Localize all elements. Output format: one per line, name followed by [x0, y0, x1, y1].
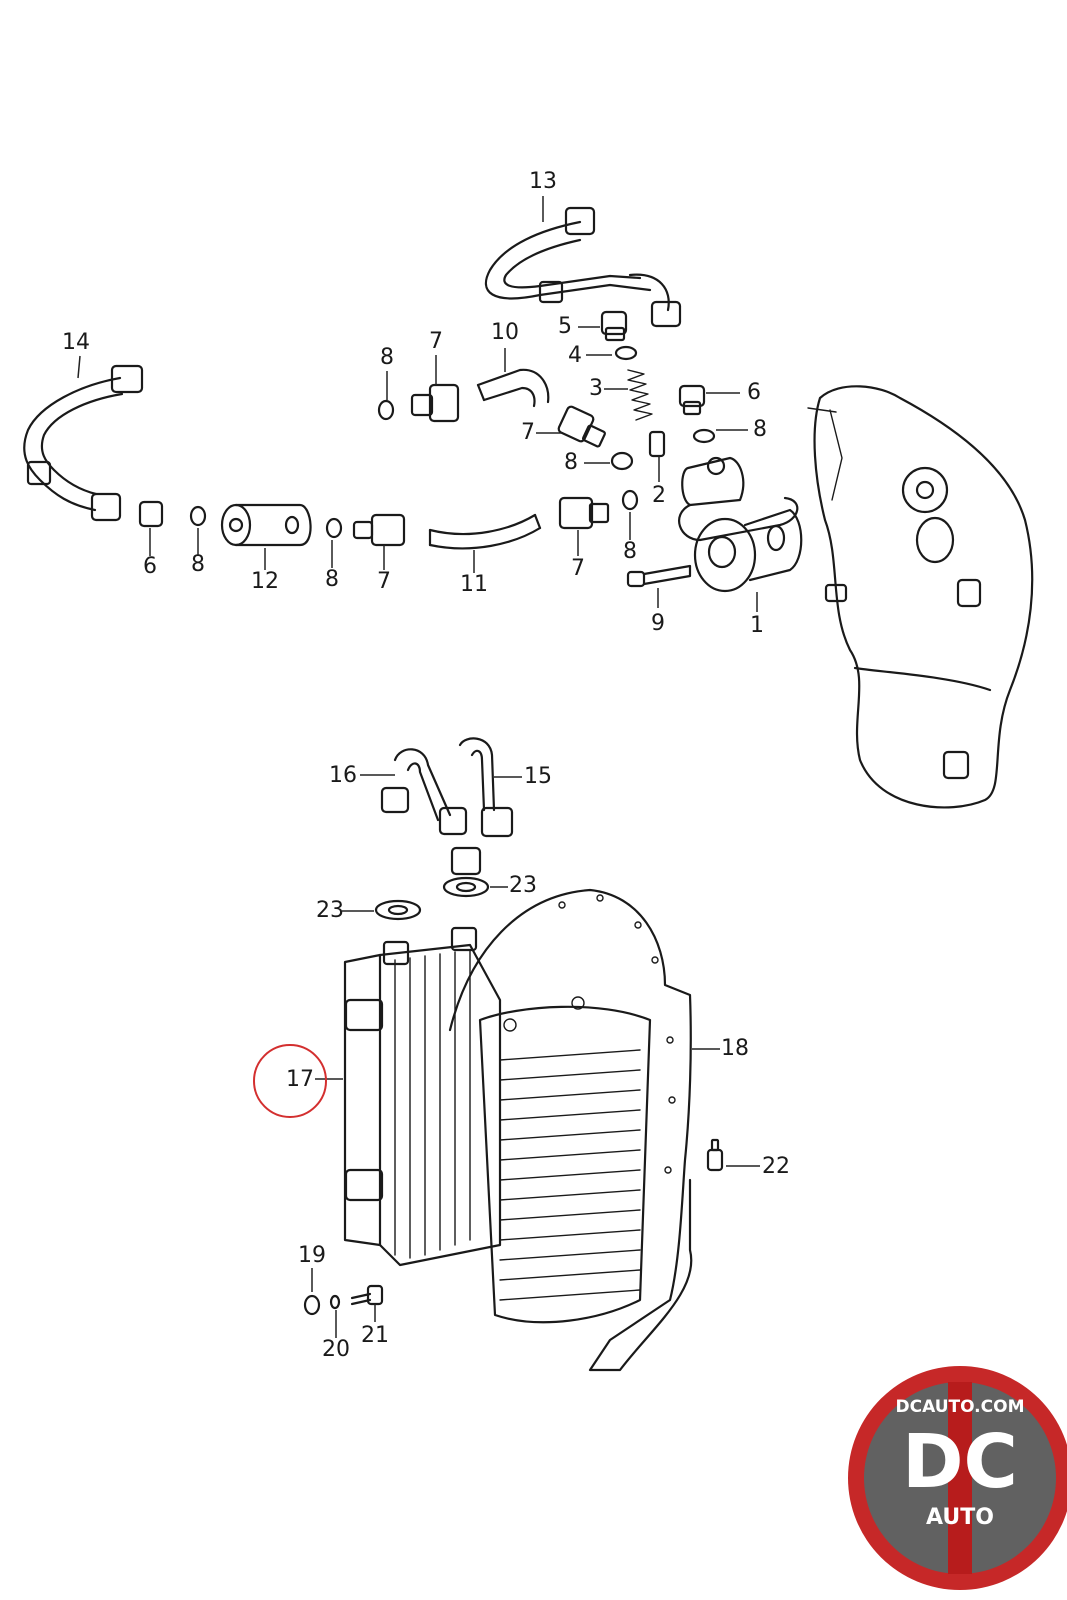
callout-23: 23 — [509, 873, 537, 898]
callout-3: 3 — [589, 376, 603, 401]
watermark-site: DCAUTO.COM — [895, 1397, 1024, 1417]
part-23-seal-ring-hole — [455, 881, 477, 893]
part-23-seal-ring — [374, 899, 422, 921]
callout-16: 16 — [329, 763, 357, 788]
part-15-elbow-hose — [458, 737, 514, 838]
part-8-washer — [692, 428, 716, 444]
callout-7: 7 — [429, 329, 443, 354]
part-8-washer — [325, 517, 343, 539]
part-8-washer — [377, 399, 395, 421]
part-20-lock-washer — [329, 1294, 341, 1310]
part-9-bolt — [626, 564, 692, 588]
part-13-oil-hose — [484, 206, 682, 328]
part-8-washer — [621, 489, 639, 511]
callout-17: 17 — [286, 1067, 314, 1092]
part-21-bolt — [350, 1284, 384, 1306]
part-10-hose — [476, 368, 550, 408]
part-14-oil-hose — [23, 364, 144, 522]
callout-8: 8 — [753, 417, 767, 442]
highlight-circle-callout-17 — [253, 1044, 327, 1118]
callout-6: 6 — [143, 554, 157, 579]
part-12-thermostat-housing — [220, 503, 312, 547]
callout-1: 1 — [750, 613, 764, 638]
callout-20: 20 — [322, 1337, 350, 1362]
part-23-seal-ring-hole — [387, 904, 409, 916]
part-7-fitting — [352, 513, 406, 547]
part-11-hose — [428, 513, 542, 550]
part-7-fitting — [558, 496, 610, 530]
part-7-fitting — [410, 383, 460, 423]
part-8-washer — [189, 505, 207, 527]
callout-19: 19 — [298, 1243, 326, 1268]
part-22-screw — [706, 1138, 724, 1172]
watermark-stripe — [948, 1382, 972, 1574]
callout-8: 8 — [564, 450, 578, 475]
part-7-fitting — [557, 405, 606, 448]
callout-8: 8 — [623, 539, 637, 564]
callout-8: 8 — [325, 567, 339, 592]
part-19-washer — [303, 1294, 321, 1316]
callout-11: 11 — [460, 572, 488, 597]
part-1-thermostat-valve — [678, 456, 803, 593]
part-17-oil-cooler — [343, 926, 502, 1267]
watermark-word: AUTO — [926, 1505, 994, 1530]
part-5-plug — [600, 310, 628, 342]
callout-21: 21 — [361, 1323, 389, 1348]
dcauto-watermark-logo: DCAUTO.COM DC AUTO — [848, 1366, 1067, 1590]
part-18-cooler-shroud — [448, 888, 693, 1372]
callout-22: 22 — [762, 1154, 790, 1179]
engine-cover-housing — [807, 385, 1034, 809]
callout-7: 7 — [377, 569, 391, 594]
callout-2: 2 — [652, 483, 666, 508]
callout-5: 5 — [558, 314, 572, 339]
part-16-elbow-hose — [380, 748, 482, 876]
callout-labels: 13 14 10 5 4 3 8 7 6 8 7 8 2 6 8 12 8 7 … — [62, 169, 790, 1362]
callout-18: 18 — [721, 1036, 749, 1061]
part-2-piston — [648, 430, 666, 458]
callout-13: 13 — [529, 169, 557, 194]
part-3-spring — [627, 369, 653, 421]
callout-9: 9 — [651, 611, 665, 636]
callout-10: 10 — [491, 320, 519, 345]
callout-15: 15 — [524, 764, 552, 789]
callout-8: 8 — [191, 552, 205, 577]
callout-23: 23 — [316, 898, 344, 923]
part-6-fitting — [138, 500, 164, 528]
callout-14: 14 — [62, 330, 90, 355]
callout-12: 12 — [251, 569, 279, 594]
callout-8: 8 — [380, 345, 394, 370]
part-4-washer — [614, 345, 638, 361]
watermark-initials: DC — [902, 1419, 1018, 1505]
callout-7: 7 — [571, 556, 585, 581]
callout-6: 6 — [747, 380, 761, 405]
leader-lines — [77, 196, 760, 1338]
part-23-seal-ring — [442, 876, 490, 898]
callout-4: 4 — [568, 343, 582, 368]
part-6-plug — [678, 384, 706, 416]
callout-7: 7 — [521, 420, 535, 445]
part-8-washer — [610, 451, 634, 471]
